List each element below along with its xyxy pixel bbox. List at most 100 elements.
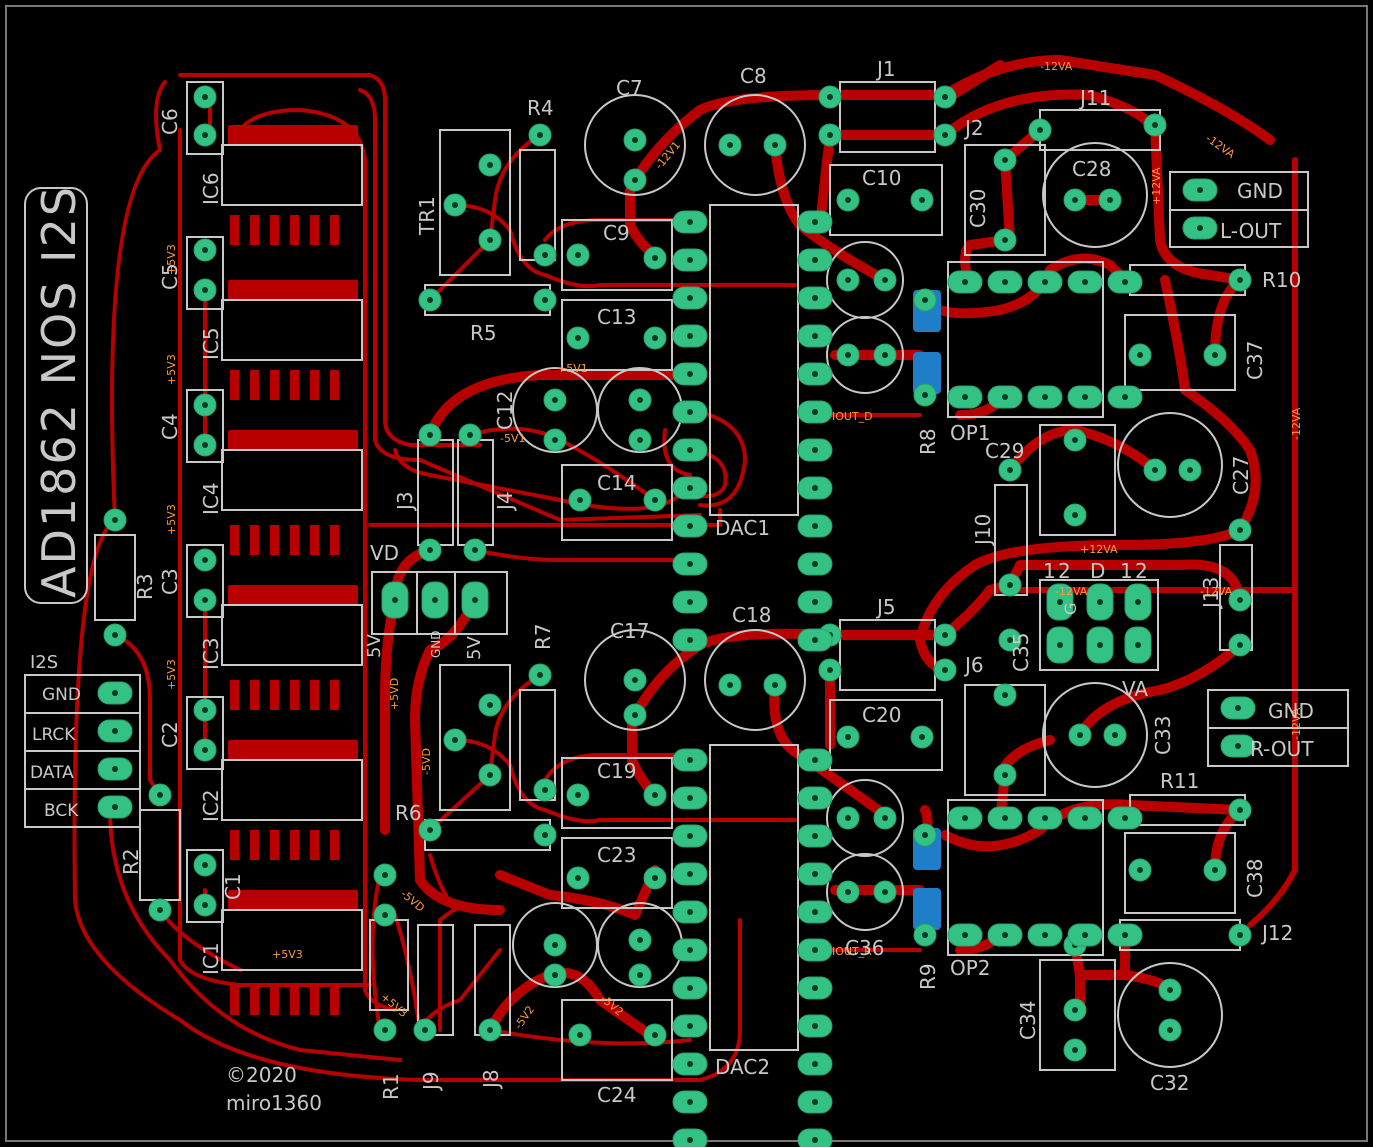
ref-R3: R3 xyxy=(133,573,157,600)
pad-drill xyxy=(1237,932,1243,938)
pad-drill xyxy=(575,792,581,798)
pad-drill xyxy=(1007,467,1013,473)
pad-drill xyxy=(652,875,658,881)
pad-drill xyxy=(1082,279,1088,285)
lout-label: L-OUT xyxy=(1220,219,1282,243)
pad-drill xyxy=(1237,807,1243,813)
ref-R5: R5 xyxy=(470,321,497,345)
through-hole-pads xyxy=(97,85,1256,1147)
pad-drill xyxy=(422,1027,428,1033)
pad-drill xyxy=(1002,815,1008,821)
copyright-text: ©2020 xyxy=(226,1063,297,1087)
ref-J4: J4 xyxy=(493,491,517,512)
ref-C12: C12 xyxy=(493,391,517,430)
pad-drill xyxy=(812,257,818,263)
ref-C13: C13 xyxy=(597,305,636,329)
i2s-pin-gnd: GND xyxy=(42,685,81,705)
pad-drill xyxy=(812,409,818,415)
pad-drill xyxy=(1072,197,1078,203)
pad-drill xyxy=(882,352,888,358)
pad-drill xyxy=(1197,225,1203,231)
pad-drill xyxy=(812,1023,818,1029)
pad-drill xyxy=(632,137,638,143)
pad-drill xyxy=(1197,187,1203,193)
pad-drill xyxy=(1235,743,1241,749)
pad-drill xyxy=(652,1032,658,1038)
pad-drill xyxy=(1057,642,1063,648)
pad-drill xyxy=(392,597,398,603)
pad-drill xyxy=(202,402,208,408)
pad-drill xyxy=(202,597,208,603)
pad-drill xyxy=(552,437,558,443)
ref-IC4: IC4 xyxy=(199,482,223,515)
pad-drill xyxy=(202,557,208,563)
pad-drill xyxy=(812,219,818,225)
j5v-label-left: 5V xyxy=(364,634,385,658)
ref-R11: R11 xyxy=(1160,769,1199,793)
pad-drill xyxy=(1135,642,1141,648)
board-title: AD1862 NOS I2S xyxy=(32,185,86,598)
ref-J5: J5 xyxy=(875,595,896,619)
i2s-header-label: I2S xyxy=(30,652,58,673)
pad-drill xyxy=(577,1032,583,1038)
pad-drill xyxy=(812,833,818,839)
pad-drill xyxy=(1235,705,1241,711)
pad-drill xyxy=(812,1137,818,1143)
pad-drill xyxy=(812,371,818,377)
pad-drill xyxy=(575,335,581,341)
ref-C33: C33 xyxy=(1151,716,1175,755)
pad-drill xyxy=(1152,467,1158,473)
pad-drill xyxy=(1122,279,1128,285)
ref-C23: C23 xyxy=(597,843,636,867)
pad-drill xyxy=(922,832,928,838)
ref-IC3: IC3 xyxy=(199,637,223,670)
ref-TR1: TR1 xyxy=(415,196,439,236)
pad-drill xyxy=(772,142,778,148)
ref-OP2: OP2 xyxy=(950,956,991,980)
ref-C9: C9 xyxy=(603,221,630,245)
pad-drill xyxy=(1137,867,1143,873)
pad-drill xyxy=(157,792,163,798)
pad-drill xyxy=(812,947,818,953)
pad-drill xyxy=(687,333,693,339)
hdr-digit: 2 xyxy=(1135,559,1148,583)
pad-drill xyxy=(202,94,208,100)
net-label: IOUT_R xyxy=(832,945,872,958)
pad-drill xyxy=(942,632,948,638)
pad-drill xyxy=(687,485,693,491)
pad-drill xyxy=(687,371,693,377)
pad-drill xyxy=(812,333,818,339)
ref-R4: R4 xyxy=(527,96,554,120)
pad-drill xyxy=(427,297,433,303)
ref-R10: R10 xyxy=(1262,268,1301,292)
net-label: IOUT_D xyxy=(832,410,873,423)
ref-C3: C3 xyxy=(158,568,182,595)
pad-drill xyxy=(542,787,548,793)
pad-drill xyxy=(1002,692,1008,698)
pad-drill xyxy=(427,547,433,553)
pad-drill xyxy=(1152,122,1158,128)
pad-drill xyxy=(487,237,493,243)
pad-drill xyxy=(772,682,778,688)
pad-drill xyxy=(942,667,948,673)
pad-drill xyxy=(812,523,818,529)
ref-C27: C27 xyxy=(1229,456,1253,495)
pad-drill xyxy=(845,889,851,895)
pad-drill xyxy=(637,397,643,403)
pad-drill xyxy=(1097,599,1103,605)
ref-R7: R7 xyxy=(531,623,555,650)
pad-drill xyxy=(1237,642,1243,648)
pad-drill xyxy=(552,942,558,948)
pad-drill xyxy=(652,792,658,798)
pad-drill xyxy=(487,162,493,168)
ref-IC1: IC1 xyxy=(199,942,223,975)
net-label: -5VD xyxy=(398,887,427,914)
pad-drill xyxy=(112,728,118,734)
pad-drill xyxy=(687,257,693,263)
pad-drill xyxy=(919,734,925,740)
pad-drill xyxy=(382,872,388,878)
pad-drill xyxy=(1077,732,1083,738)
pad-drill xyxy=(575,252,581,258)
pad-drill xyxy=(687,561,693,567)
pad-drill xyxy=(845,197,851,203)
